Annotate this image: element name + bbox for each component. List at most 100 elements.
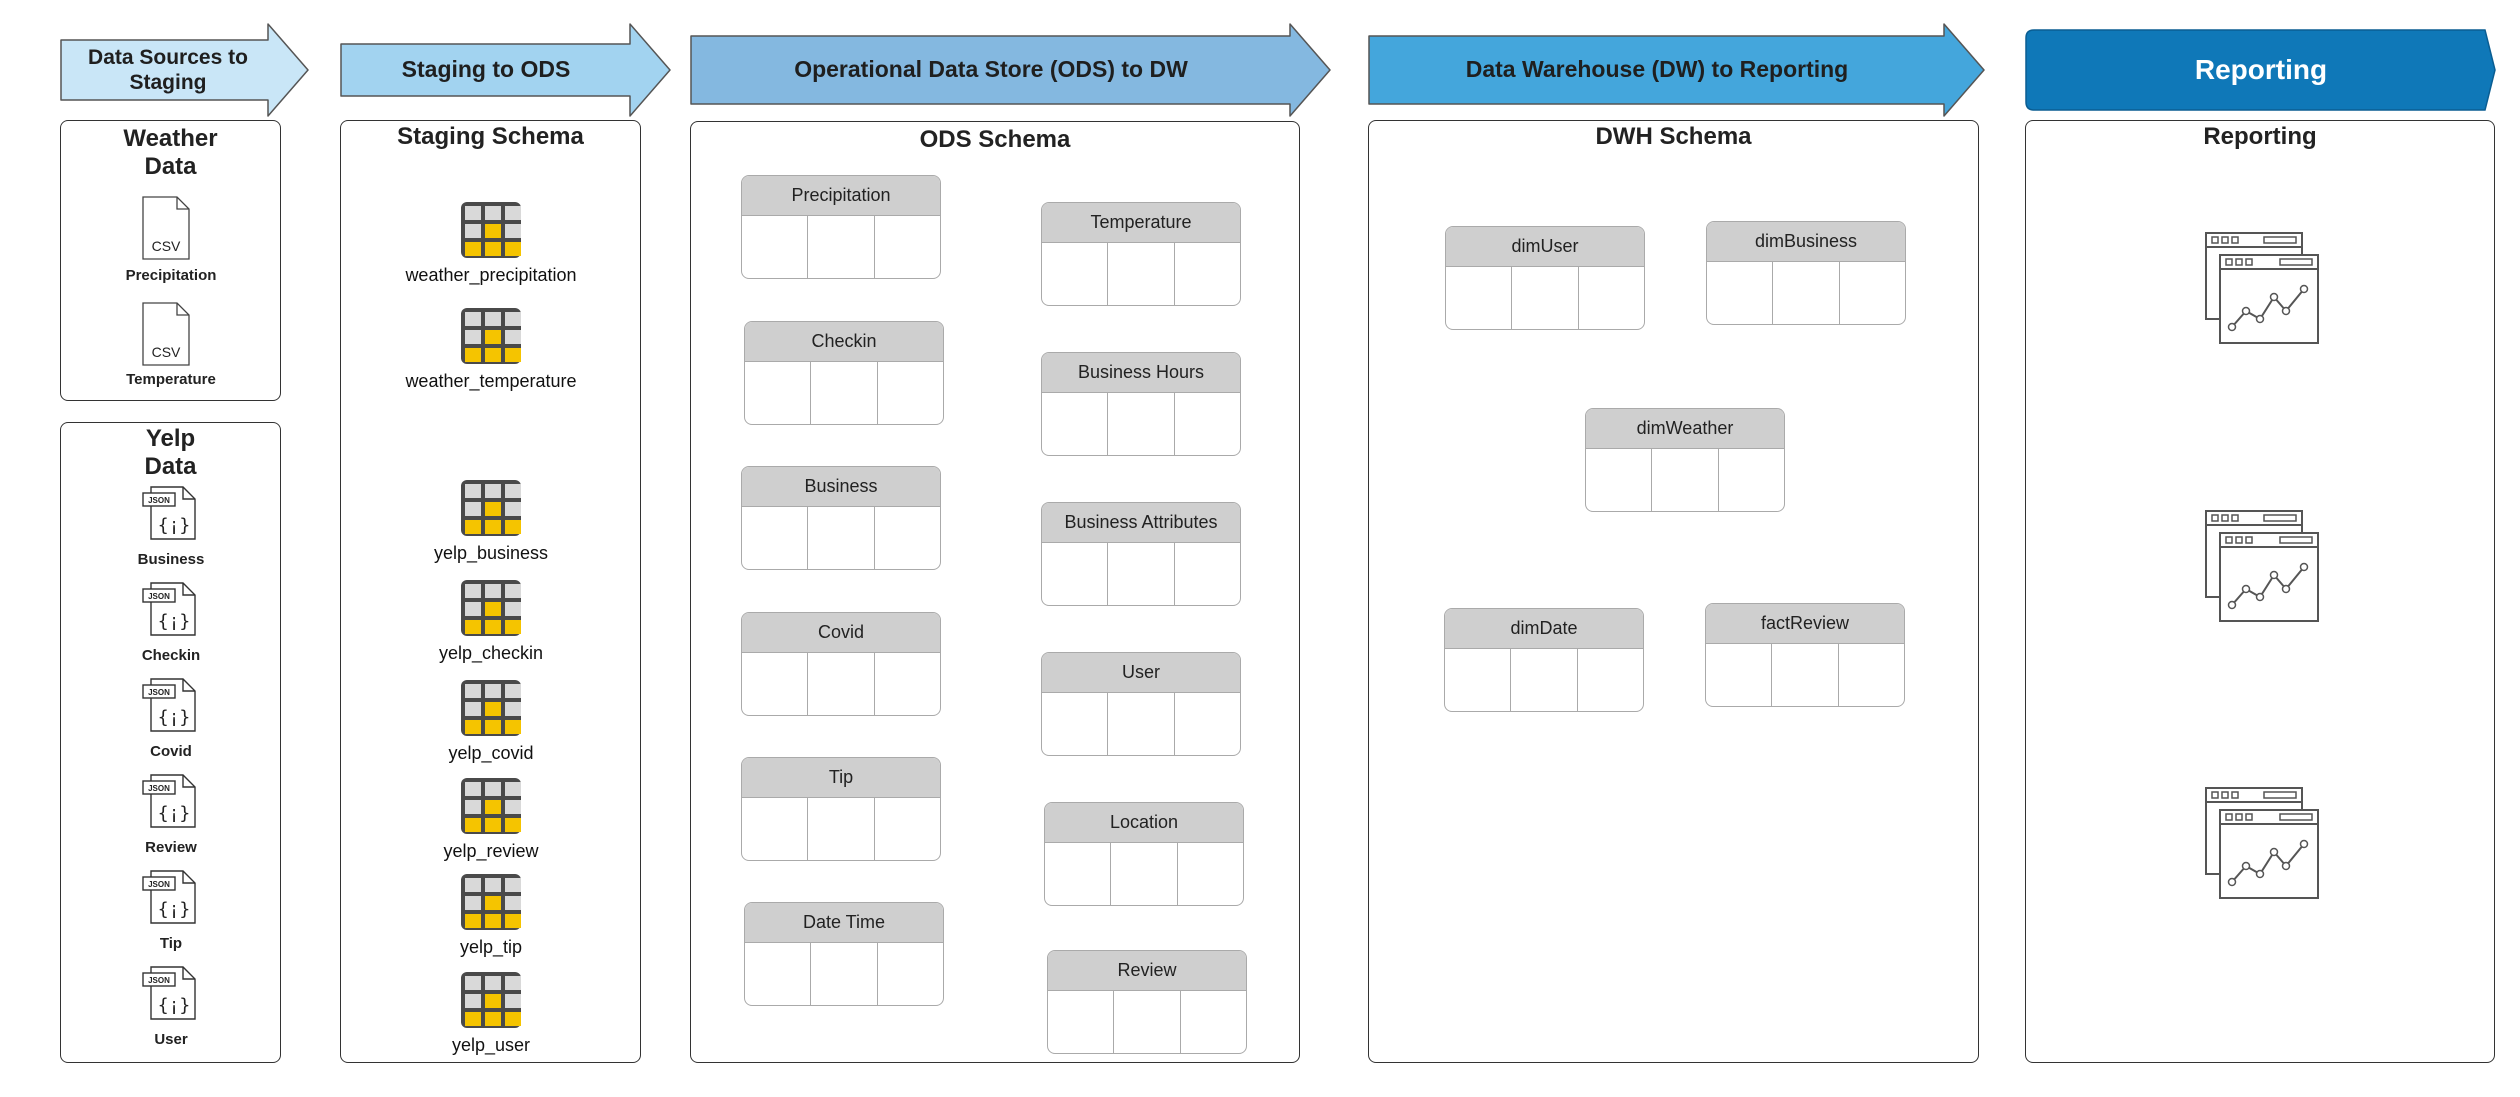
- svg-text:{¡}: {¡}: [158, 611, 191, 632]
- entity-columns: [742, 798, 940, 860]
- entity-column: [742, 216, 809, 278]
- json-file-icon: JSON{¡}: [142, 678, 196, 732]
- entity-column: [1175, 543, 1240, 605]
- table-icon: [461, 480, 521, 536]
- entity-table: Business: [741, 466, 941, 570]
- entity-column: [808, 653, 875, 715]
- entity-table: Tip: [741, 757, 941, 861]
- arrow-shape: [1368, 23, 1985, 117]
- entity-column: [1175, 243, 1240, 305]
- entity-columns: [745, 362, 943, 424]
- staging-table-label: yelp_tip: [459, 937, 523, 957]
- json-file-item: JSON{¡}User: [91, 965, 251, 1051]
- dwh-schema-title: DWH Schema: [1595, 123, 1752, 150]
- entity-column: [1178, 843, 1243, 905]
- entity-columns: [1042, 393, 1240, 455]
- entity-column: [745, 943, 812, 1005]
- svg-text:JSON: JSON: [148, 688, 170, 697]
- entity-column: [1042, 393, 1109, 455]
- csv-file-icon: CSV: [142, 302, 190, 366]
- arrow-shape: [690, 23, 1331, 117]
- stage-arrow-reporting: Reporting: [2025, 28, 2497, 112]
- entity-column: [808, 216, 875, 278]
- json-file-icon: JSON{¡}: [142, 582, 196, 636]
- entity-table: Temperature: [1041, 202, 1241, 306]
- entity-table: Precipitation: [741, 175, 941, 279]
- entity-column: [1445, 649, 1512, 711]
- stage-label: Data Sources to Staging: [88, 45, 248, 94]
- entity-column: [1114, 991, 1181, 1053]
- entity-name: Business Attributes: [1042, 503, 1240, 543]
- stage-label: Reporting: [2194, 54, 2328, 86]
- svg-text:CSV: CSV: [152, 344, 181, 360]
- entity-column: [808, 507, 875, 569]
- staging-table-label: yelp_covid: [448, 743, 534, 763]
- table-icon: [461, 972, 521, 1028]
- entity-table: factReview: [1705, 603, 1905, 707]
- entity-columns: [1445, 649, 1643, 711]
- entity-column: [875, 798, 940, 860]
- entity-table: User: [1041, 652, 1241, 756]
- json-file-item: JSON{¡} Checkin: [91, 581, 251, 667]
- entity-name: Date Time: [745, 903, 943, 943]
- stage-arrow-staging-to-ods: Staging to ODS: [340, 22, 672, 118]
- entity-column: [1048, 991, 1115, 1053]
- entity-column: [1586, 449, 1653, 511]
- entity-column: [1111, 843, 1178, 905]
- entity-name: dimWeather: [1586, 409, 1784, 449]
- entity-column: [1446, 267, 1513, 329]
- entity-columns: [1048, 991, 1246, 1053]
- entity-name: Precipitation: [742, 176, 940, 216]
- entity-column: [1707, 262, 1774, 324]
- table-icon: [461, 580, 521, 636]
- svg-text:JSON: JSON: [148, 496, 170, 505]
- weather-data-panel: Weather Data CSV Precipitation CSV Tempe…: [60, 120, 281, 401]
- reporting-title: Reporting: [2203, 123, 2317, 150]
- svg-text:JSON: JSON: [148, 976, 170, 985]
- entity-column: [875, 216, 940, 278]
- svg-text:{¡}: {¡}: [158, 515, 191, 536]
- entity-columns: [1446, 267, 1644, 329]
- entity-table: dimUser: [1445, 226, 1645, 330]
- entity-column: [742, 798, 809, 860]
- entity-table: dimDate: [1444, 608, 1644, 712]
- staging-table-label: yelp_user: [451, 1035, 531, 1055]
- entity-column: [1175, 693, 1240, 755]
- entity-columns: [1707, 262, 1905, 324]
- entity-columns: [1706, 644, 1904, 706]
- entity-name: Business Hours: [1042, 353, 1240, 393]
- entity-column: [1773, 262, 1840, 324]
- entity-column: [1108, 693, 1175, 755]
- entity-name: dimDate: [1445, 609, 1643, 649]
- table-icon: [461, 778, 521, 834]
- entity-columns: [1045, 843, 1243, 905]
- entity-table: Location: [1044, 802, 1244, 906]
- stage-label: Data Warehouse (DW) to Reporting: [1465, 56, 1849, 83]
- staging-schema-title: Staging Schema: [397, 123, 584, 150]
- table-icon: [461, 202, 521, 258]
- file-label: User: [154, 1031, 188, 1048]
- stage-arrow-ods-to-dw: Operational Data Store (ODS) to DW: [690, 22, 1332, 118]
- json-file-icon: JSON{¡}: [142, 774, 196, 828]
- entity-name: dimUser: [1446, 227, 1644, 267]
- entity-column: [745, 362, 812, 424]
- arrow-shape: [2025, 29, 2496, 111]
- entity-columns: [745, 943, 943, 1005]
- entity-name: Tip: [742, 758, 940, 798]
- entity-columns: [1042, 693, 1240, 755]
- staging-table-label: yelp_checkin: [438, 643, 544, 663]
- staging-table-label: weather_precipitation: [405, 265, 577, 285]
- dashboard-chart-icon: [2205, 232, 2319, 344]
- entity-column: [1578, 649, 1643, 711]
- file-label: Checkin: [141, 647, 201, 664]
- svg-text:JSON: JSON: [148, 784, 170, 793]
- entity-column: [875, 653, 940, 715]
- entity-table: Review: [1047, 950, 1247, 1054]
- entity-columns: [742, 507, 940, 569]
- entity-column: [1511, 649, 1578, 711]
- entity-column: [875, 507, 940, 569]
- entity-column: [1839, 644, 1904, 706]
